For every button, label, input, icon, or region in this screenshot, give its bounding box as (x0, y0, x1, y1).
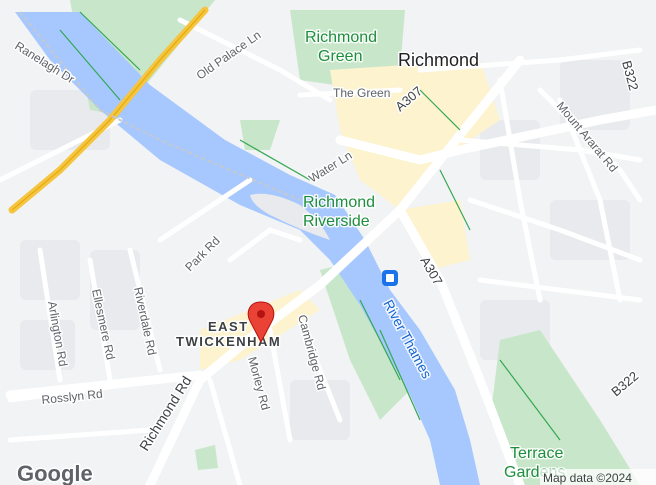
attribution-bg (540, 469, 656, 485)
minor-roads (0, 17, 643, 485)
park-riverside (320, 260, 420, 420)
park-tiny (195, 445, 218, 470)
street-the-green: The Green (333, 86, 390, 100)
label-richmond: Richmond (398, 50, 479, 70)
pin-center-icon (257, 310, 265, 318)
label-terrace-gardens-line1: Terrace (510, 445, 563, 462)
park-small (240, 120, 280, 150)
lock-icon (386, 274, 394, 282)
label-richmond-riverside-line1: Richmond (303, 194, 375, 211)
label-east-twickenham-line1: EAST (208, 319, 249, 334)
map-attribution[interactable]: Map data ©2024 (543, 471, 632, 485)
river-thames (15, 12, 480, 485)
label-richmond-riverside-line2: Riverside (303, 213, 370, 230)
railway (19, 11, 301, 201)
footpaths (59, 11, 561, 441)
label-richmond-green-line2: Green (318, 48, 362, 65)
park-terrace-gardens (490, 330, 640, 485)
google-logo: Google (17, 461, 93, 485)
parks (70, 0, 640, 485)
location-pin[interactable] (247, 301, 275, 344)
label-richmond-green-line1: Richmond (305, 29, 377, 46)
island (250, 193, 330, 240)
label-east-twickenham-line2: TWICKENHAM (176, 334, 281, 349)
